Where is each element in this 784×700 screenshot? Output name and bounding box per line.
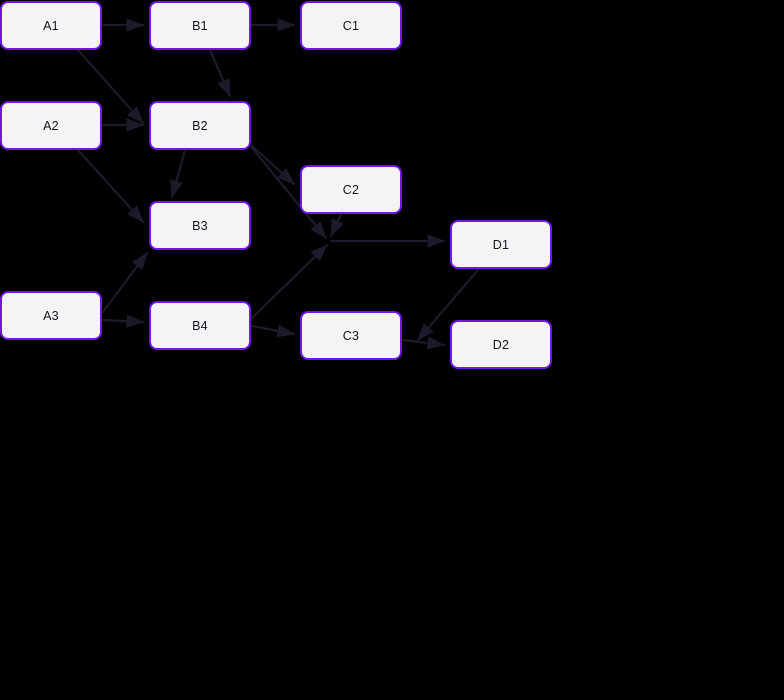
node-d1[interactable]: D1 — [450, 220, 552, 269]
edge-C3-D2 — [401, 336, 446, 350]
node-a1[interactable]: A1 — [0, 1, 102, 50]
edge-C2-junction — [329, 212, 344, 238]
node-c2-label: C2 — [342, 182, 360, 197]
node-b3-label: B3 — [192, 218, 208, 233]
node-a3[interactable]: A3 — [0, 291, 102, 340]
node-a3-label: A3 — [43, 308, 59, 323]
node-b4-label: B4 — [192, 318, 208, 333]
node-b2[interactable]: B2 — [149, 101, 251, 150]
node-b1-label: B1 — [192, 18, 208, 33]
node-a2-label: A2 — [43, 118, 59, 133]
node-b2-label: B2 — [192, 118, 208, 133]
edge-B4-junction — [250, 243, 329, 320]
node-b3[interactable]: B3 — [149, 201, 251, 250]
node-d2[interactable]: D2 — [450, 320, 552, 369]
node-b4[interactable]: B4 — [149, 301, 251, 350]
edge-A3-B3 — [101, 251, 149, 314]
node-c2[interactable]: C2 — [300, 165, 402, 214]
edge-A3-B4 — [101, 314, 145, 328]
edge-D1-C3area — [416, 268, 480, 342]
node-c1[interactable]: C1 — [300, 1, 402, 50]
edge-B4-C3 — [250, 324, 296, 338]
edge-B2-B3 — [170, 148, 187, 199]
node-d1-label: D1 — [492, 237, 510, 252]
node-a1-label: A1 — [43, 18, 59, 33]
node-c3-label: C3 — [342, 328, 360, 343]
edge-A2-B3 — [76, 148, 145, 224]
node-c3[interactable]: C3 — [300, 311, 402, 360]
node-c1-label: C1 — [342, 18, 360, 33]
edge-B2-C2 — [250, 144, 296, 186]
edge-B1-B2 — [208, 48, 232, 98]
node-b1[interactable]: B1 — [149, 1, 251, 50]
node-a2[interactable]: A2 — [0, 101, 102, 150]
edge-B2-junction — [250, 146, 328, 240]
node-d2-label: D2 — [492, 337, 510, 352]
edge-A1-B2 — [76, 48, 145, 125]
